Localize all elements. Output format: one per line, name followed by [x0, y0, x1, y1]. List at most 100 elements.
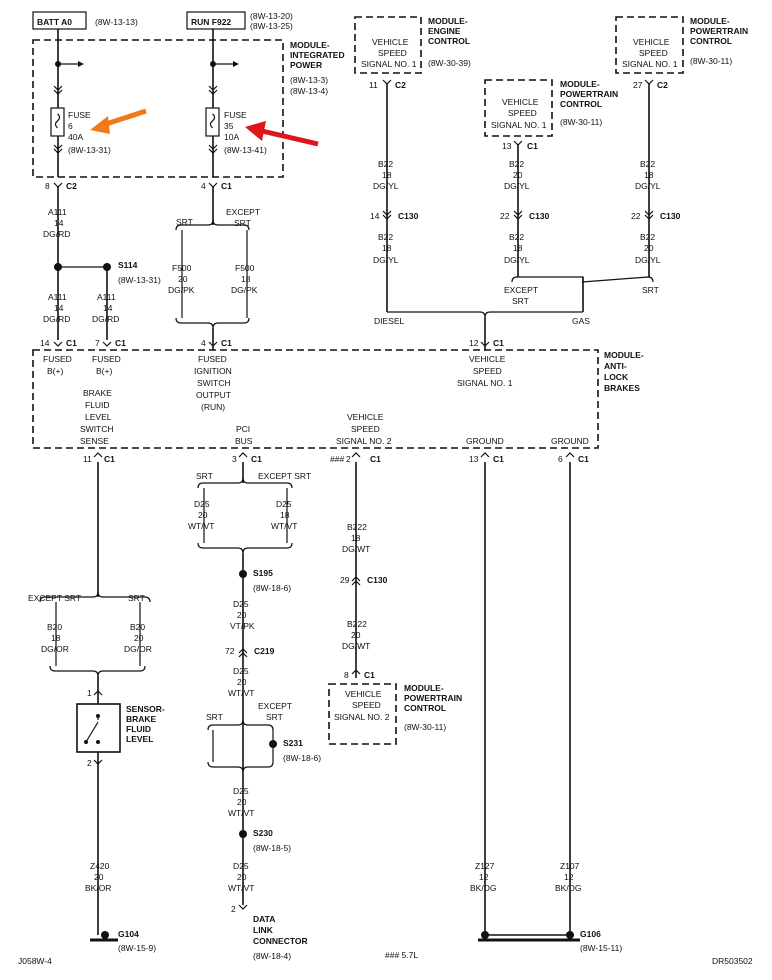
pcm-right-name2: POWERTRAIN [690, 26, 748, 36]
pcm-right-box2: SPEED [639, 48, 668, 58]
abs-vss1-3: SIGNAL NO. 1 [457, 378, 513, 388]
abs-pci2: BUS [235, 436, 253, 446]
pcm-low-ref: (8W-30-11) [404, 722, 446, 732]
abs-name1: MODULE- [604, 350, 644, 360]
ecm-box1: VEHICLE [372, 37, 409, 47]
abs-name2: ANTI- [604, 361, 627, 371]
opt-except-srt-d25b: SRT [266, 712, 283, 722]
d25-n-g: 20 [237, 677, 247, 687]
fuse35-circuit [205, 29, 239, 177]
pcm-low-box3: SIGNAL NO. 2 [334, 712, 390, 722]
abs-fused1b: B(+) [47, 366, 63, 376]
ipm-name1: MODULE- [290, 40, 330, 50]
ecm-box [354, 16, 422, 74]
b22-3a-g: 18 [644, 170, 654, 180]
abs-pin-14: 14 [40, 338, 50, 348]
fuse6-l2: 6 [68, 121, 73, 131]
b22-1a-g: 18 [382, 170, 392, 180]
abs-fused2: FUSED [92, 354, 121, 364]
b20-l: B20 [47, 622, 62, 632]
b22-3b-c: DG/YL [635, 255, 661, 265]
pcm-mid-name3: CONTROL [560, 99, 602, 109]
b20-l-c: DG/OR [41, 644, 69, 654]
pcm-low-conn: C1 [364, 670, 375, 680]
dlc-name3: CONNECTOR [253, 936, 308, 946]
pin-4: 4 [201, 181, 206, 191]
a111-l: A111 [48, 292, 67, 302]
sensor-pin-2: 2 [87, 758, 92, 768]
c130-pin-22a: 22 [500, 211, 510, 221]
run-ref2: (8W-13-25) [250, 21, 293, 31]
switch-icon [84, 714, 100, 744]
d25-m-c: VT/PK [230, 621, 255, 631]
abs-vss1-2: SPEED [473, 366, 502, 376]
run-box [186, 11, 246, 30]
ecm-name2: ENGINE [428, 26, 461, 36]
b22-3a: B22 [640, 159, 655, 169]
pcm-mid-box2: SPEED [508, 108, 537, 118]
ipm-ref2: (8W-13-4) [290, 86, 328, 96]
pcm-right-name3: CONTROL [690, 36, 732, 46]
opt-except-b22: EXCEPT [504, 285, 538, 295]
pcm-right-conn: C2 [657, 80, 668, 90]
d25-n: D25 [233, 666, 249, 676]
b22-3b-g: 20 [644, 243, 654, 253]
abs-c1-f: C1 [251, 454, 262, 464]
pcm-mid-name1: MODULE- [560, 79, 600, 89]
sensor-name1: SENSOR- [126, 704, 165, 714]
c130-pin-14: 14 [370, 211, 380, 221]
a111-r: A111 [97, 292, 116, 302]
b20-r-c: DG/OR [124, 644, 152, 654]
c219-pin-72: 72 [225, 646, 235, 656]
opt-diesel: DIESEL [374, 316, 405, 326]
abs-fused1: FUSED [43, 354, 72, 364]
abs-ign4: OUTPUT [196, 390, 231, 400]
opt-srt-b22a: SRT [512, 296, 529, 306]
abs-vss2-1: VEHICLE [347, 412, 384, 422]
b22-1b-g: 18 [382, 243, 392, 253]
c130-c: C130 [660, 211, 681, 221]
c130-b: C130 [529, 211, 550, 221]
fuse6-l1: FUSE [68, 110, 91, 120]
pcm-low-box2: SPEED [352, 700, 381, 710]
opt-srt-f500: SRT [176, 217, 193, 227]
g104: G104 [118, 929, 139, 939]
abs-pin-12: 12 [469, 338, 479, 348]
pcm-right-pin: 27 [633, 80, 643, 90]
b22-1a: B22 [378, 159, 393, 169]
s195: S195 [253, 568, 273, 578]
abs-pin-7: 7 [95, 338, 100, 348]
pcm-mid-box1: VEHICLE [502, 97, 539, 107]
fuse35-l4: (8W-13-41) [224, 145, 267, 155]
pcm-right-box [615, 16, 684, 74]
abs-marks: ### [330, 454, 344, 464]
pcm-low-name2: POWERTRAIN [404, 693, 462, 703]
batt-ref: (8W-13-13) [95, 17, 138, 27]
a111-l-color: DG/RD [43, 314, 70, 324]
z127-c: BK/DG [470, 883, 496, 893]
opt-srt-b20: SRT [128, 593, 145, 603]
d25-l: D25 [194, 499, 210, 509]
f500-r-gauge: 18 [241, 274, 251, 284]
batt-box [32, 11, 87, 30]
b20-r-g: 20 [134, 633, 144, 643]
orange-arrow-icon [90, 108, 147, 134]
abs-vss1-1: VEHICLE [469, 354, 506, 364]
abs-c1-b: C1 [115, 338, 126, 348]
abs-fused2b: B(+) [96, 366, 112, 376]
d25-o: D25 [233, 786, 249, 796]
s114-label: S114 [118, 260, 138, 270]
sensor-name3: FLUID [126, 724, 151, 734]
batt-label: BATT A0 [37, 17, 72, 27]
ecm-box3: SIGNAL NO. 1 [361, 59, 417, 69]
a111-color: DG/RD [43, 229, 70, 239]
c130-d: C130 [367, 575, 388, 585]
d25-p: D25 [233, 861, 249, 871]
abs-bf4: SWITCH [80, 424, 114, 434]
z107-g: 12 [564, 872, 574, 882]
run-label: RUN F922 [191, 17, 231, 27]
sensor-box [76, 703, 121, 753]
f500-r-color: DG/PK [231, 285, 258, 295]
ground-icon [90, 931, 118, 942]
